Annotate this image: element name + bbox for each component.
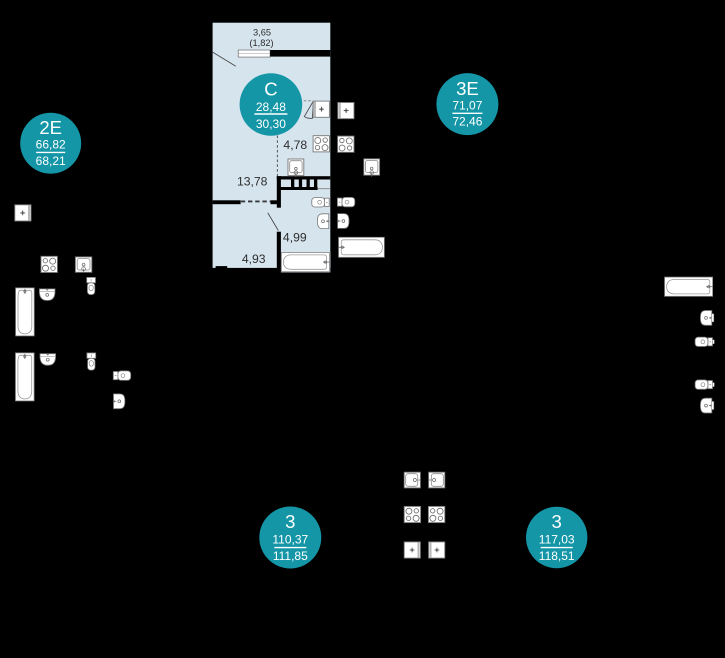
svg-text:3,65: 3,65: [253, 27, 271, 37]
svg-text:3: 3: [552, 511, 562, 532]
svg-text:111,85: 111,85: [273, 549, 308, 563]
svg-text:72,46: 72,46: [452, 114, 482, 128]
svg-text:118,51: 118,51: [539, 549, 575, 563]
svg-text:4,99: 4,99: [283, 231, 307, 245]
svg-text:4,78: 4,78: [283, 138, 307, 152]
svg-text:(1,82): (1,82): [249, 38, 273, 48]
svg-text:3Е: 3Е: [456, 78, 479, 99]
svg-text:28,48: 28,48: [256, 100, 286, 114]
svg-text:13,78: 13,78: [237, 174, 268, 188]
svg-text:117,03: 117,03: [539, 533, 575, 547]
svg-text:68,21: 68,21: [36, 154, 66, 168]
svg-text:4,93: 4,93: [242, 252, 266, 266]
svg-text:2Е: 2Е: [39, 117, 62, 138]
svg-text:С: С: [264, 78, 277, 99]
svg-text:30,30: 30,30: [256, 117, 286, 131]
svg-text:3: 3: [285, 511, 295, 532]
svg-text:66,82: 66,82: [36, 138, 66, 152]
svg-text:71,07: 71,07: [452, 99, 482, 113]
svg-text:110,37: 110,37: [272, 533, 308, 547]
